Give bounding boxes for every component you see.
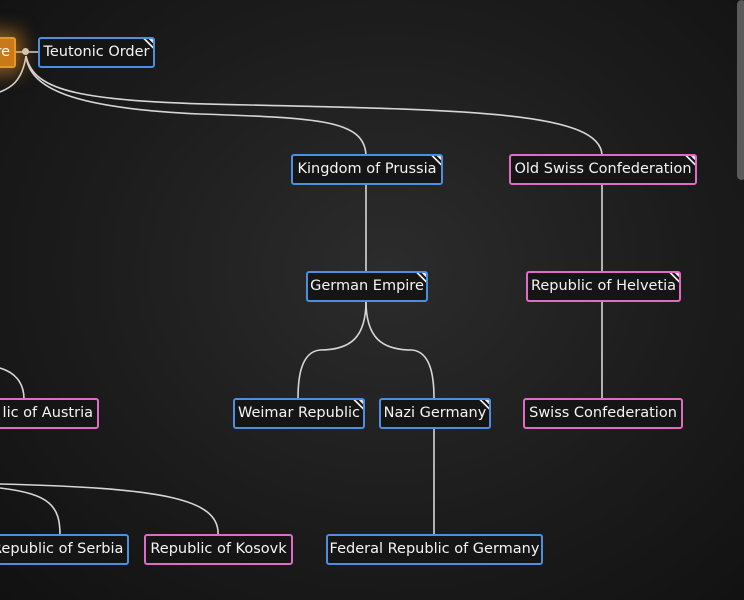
node-weimar-republic[interactable]: Weimar Republic (233, 398, 365, 429)
edge-german-empire-weimar (297, 300, 367, 400)
node-label: Weimar Republic (238, 405, 360, 421)
node-republic-of-serbia[interactable]: Republic of Serbia (0, 534, 129, 565)
node-republic-of-austria[interactable]: lic of Austria (0, 398, 99, 429)
node-label: Federal Republic of Germany (329, 541, 540, 557)
root-connector-dot (22, 48, 29, 55)
node-federal-republic-of-germany[interactable]: Federal Republic of Germany (326, 534, 543, 565)
edge-left-serbia (0, 487, 61, 536)
node-label: Nazi Germany (383, 405, 487, 421)
edge-root-prussia (25, 55, 367, 156)
node-label: lic of Austria (2, 405, 93, 421)
node-teutonic-order[interactable]: Teutonic Order (38, 37, 155, 68)
node-nazi-germany[interactable]: Nazi Germany (379, 398, 491, 429)
node-label: German Empire (310, 278, 424, 294)
node-label: Kingdom of Prussia (297, 161, 437, 177)
node-holy-roman-empire[interactable]: re (0, 37, 16, 68)
node-kingdom-of-prussia[interactable]: Kingdom of Prussia (291, 154, 443, 185)
node-label: re (0, 44, 10, 60)
edge-german-empire-nazi (365, 300, 435, 400)
node-label: Republic of Kosovk (150, 541, 287, 557)
node-label: Old Swiss Confederation (514, 161, 692, 177)
node-label: Swiss Confederation (529, 405, 677, 421)
vertical-scrollbar[interactable] (737, 0, 744, 180)
edge-root-swiss (25, 55, 603, 156)
node-republic-of-kosovo[interactable]: Republic of Kosovk (144, 534, 293, 565)
node-german-empire[interactable]: German Empire (306, 271, 428, 302)
node-label: Republic of Serbia (0, 541, 124, 557)
edge-left-kosovo (0, 483, 219, 536)
node-swiss-confederation[interactable]: Swiss Confederation (523, 398, 683, 429)
edge-left-austria (0, 367, 25, 400)
node-label: Republic of Helvetia (530, 278, 677, 294)
node-old-swiss-confederation[interactable]: Old Swiss Confederation (509, 154, 697, 185)
edge-root-left (0, 55, 27, 93)
node-label: Teutonic Order (43, 44, 150, 60)
node-republic-of-helvetia[interactable]: Republic of Helvetia (526, 271, 681, 302)
